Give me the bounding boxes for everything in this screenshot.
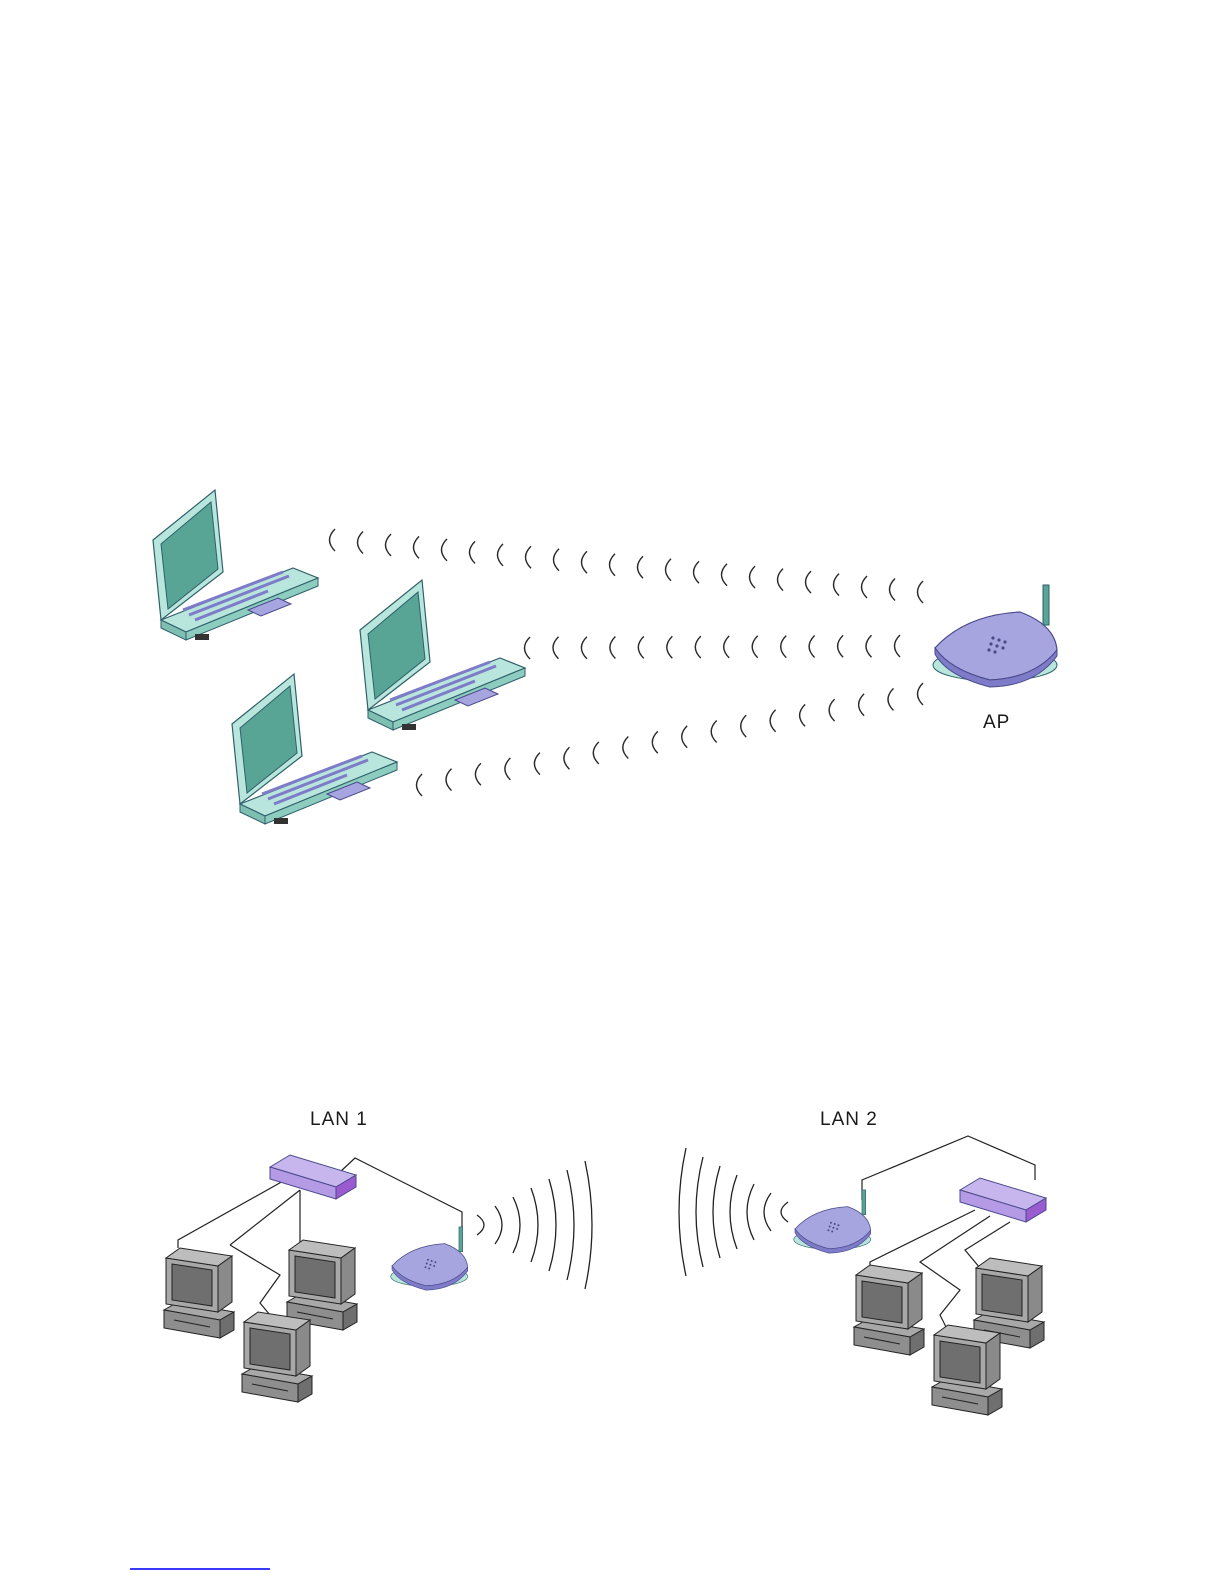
signal-arc <box>890 579 896 601</box>
signal-arc <box>564 747 570 769</box>
signal-arc <box>711 721 717 743</box>
infrastructure-diagram: AP <box>153 490 1057 824</box>
radio-wave <box>495 1206 502 1244</box>
wireless-signal-icon <box>679 1148 788 1276</box>
desktop-computer-icon <box>854 1265 924 1355</box>
signal-arc <box>581 637 587 659</box>
signal-arc <box>752 636 758 658</box>
radio-wave <box>781 1202 788 1222</box>
signal-arc <box>610 554 616 576</box>
signal-arc <box>417 774 423 796</box>
wireless-signal-icon <box>525 635 901 659</box>
desktop-computer-icon <box>164 1248 234 1338</box>
signal-arc <box>800 704 806 726</box>
desktop-computer-icon <box>287 1240 357 1330</box>
signal-arc <box>806 571 812 593</box>
signal-arc <box>652 731 658 753</box>
radio-wave <box>477 1215 484 1235</box>
signal-arc <box>638 636 644 658</box>
radio-wave <box>513 1197 520 1253</box>
signal-arc <box>829 699 835 721</box>
signal-arc <box>505 758 511 780</box>
signal-arc <box>593 742 599 764</box>
signal-arc <box>330 529 336 551</box>
radio-wave <box>764 1193 771 1231</box>
signal-arc <box>446 769 452 791</box>
signal-arc <box>838 635 844 657</box>
desktop-computer-icon <box>932 1325 1002 1415</box>
radio-wave <box>549 1179 556 1271</box>
access-point-icon <box>933 585 1057 687</box>
signal-arc <box>809 636 815 658</box>
signal-arc <box>888 688 894 710</box>
signal-arc <box>526 546 532 568</box>
radio-wave <box>747 1184 754 1240</box>
signal-arc <box>638 556 644 578</box>
signal-arc <box>781 636 787 658</box>
signal-arc <box>666 559 672 581</box>
radio-wave <box>531 1188 538 1262</box>
bridge-diagram: LAN 1 LAN 2 <box>164 1109 1046 1415</box>
signal-arc <box>534 753 540 775</box>
access-point-icon <box>391 1227 468 1290</box>
signal-arc <box>834 574 840 596</box>
signal-arc <box>724 636 730 658</box>
signal-arc <box>866 635 872 657</box>
signal-arc <box>414 536 420 558</box>
wireless-signal-icon <box>417 683 924 796</box>
signal-arc <box>722 564 728 586</box>
signal-arc <box>582 551 588 573</box>
signal-arc <box>358 532 364 554</box>
wireless-signal-icon <box>477 1161 592 1289</box>
signal-arc <box>770 710 776 732</box>
signal-arc <box>778 569 784 591</box>
desktop-computer-icon <box>242 1312 312 1402</box>
radio-wave <box>679 1148 686 1276</box>
signal-arc <box>498 544 504 566</box>
signal-arc <box>918 581 924 603</box>
signal-arc <box>386 534 392 556</box>
hub-icon <box>270 1155 356 1199</box>
signal-arc <box>610 637 616 659</box>
signal-arc <box>623 737 629 759</box>
signal-arc <box>682 726 688 748</box>
signal-arc <box>442 539 448 561</box>
signal-arc <box>741 715 747 737</box>
radio-wave <box>567 1170 574 1280</box>
signal-arc <box>554 549 560 571</box>
footer-link-underline[interactable] <box>130 1568 270 1570</box>
laptop-icon <box>360 580 525 730</box>
lan2-label: LAN 2 <box>820 1109 878 1130</box>
signal-arc <box>695 636 701 658</box>
hub-icon <box>960 1178 1046 1222</box>
signal-arc <box>859 694 865 716</box>
radio-wave <box>585 1161 592 1289</box>
radio-wave <box>730 1175 737 1249</box>
signal-arc <box>525 637 531 659</box>
radio-wave <box>713 1166 720 1258</box>
signal-arc <box>750 566 756 588</box>
radio-wave <box>696 1157 703 1267</box>
signal-arc <box>862 576 868 598</box>
ap-label: AP <box>983 712 1010 733</box>
signal-arc <box>475 763 481 785</box>
laptop-icon <box>153 490 318 640</box>
signal-arc <box>694 561 700 583</box>
signal-arc <box>470 541 476 563</box>
signal-arc <box>553 637 559 659</box>
lan1-label: LAN 1 <box>310 1109 368 1130</box>
signal-arc <box>918 683 924 705</box>
access-point-icon <box>794 1190 871 1253</box>
signal-arc <box>895 635 901 657</box>
signal-arc <box>667 636 673 658</box>
